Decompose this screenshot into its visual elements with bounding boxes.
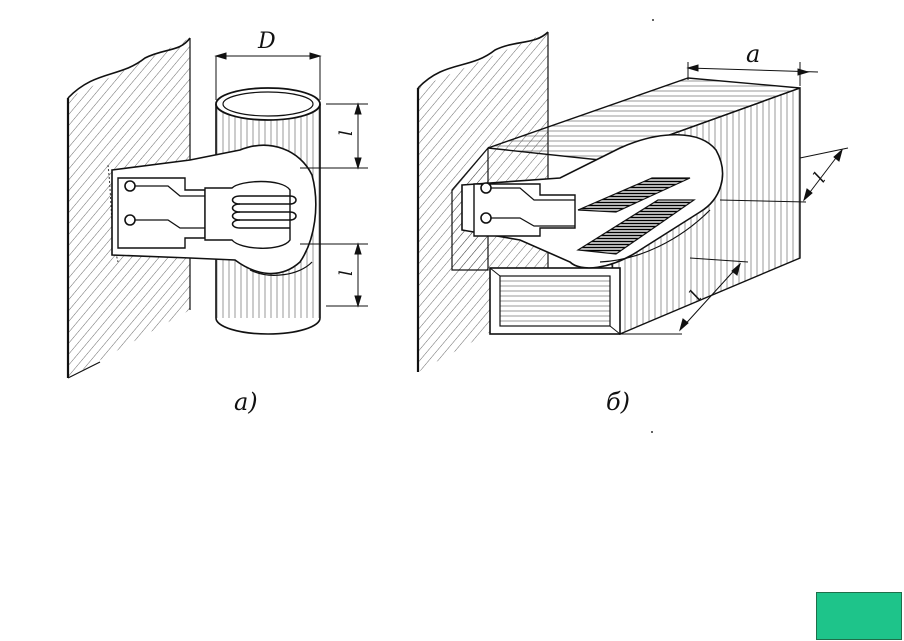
dimension-label-d: D bbox=[257, 29, 276, 54]
scan-dot bbox=[651, 431, 653, 433]
caption-a: a) bbox=[234, 388, 258, 416]
dimension-l-upper-b bbox=[719, 147, 849, 203]
gauge-carrier-b bbox=[461, 133, 724, 269]
scan-dot bbox=[652, 19, 654, 21]
dimension-label-a: a bbox=[746, 40, 760, 68]
next-slide-button[interactable] bbox=[816, 592, 902, 640]
dimension-d bbox=[214, 52, 322, 100]
gauge-carrier-a bbox=[111, 144, 317, 276]
caption-b: б) bbox=[606, 388, 630, 416]
dimension-label-l-upper-b: l bbox=[810, 169, 831, 186]
dimension-l-lower-b bbox=[620, 257, 749, 335]
dimension-l-lower-a bbox=[300, 242, 368, 308]
dimension-a bbox=[686, 62, 819, 86]
panel-a: D l l a) bbox=[66, 29, 368, 416]
panel-b: a l l б) bbox=[416, 31, 849, 416]
dimension-l-upper-a bbox=[300, 102, 368, 170]
dimension-label-l-upper-a: l bbox=[336, 130, 357, 136]
dimension-label-l-lower-a: l bbox=[336, 270, 357, 276]
